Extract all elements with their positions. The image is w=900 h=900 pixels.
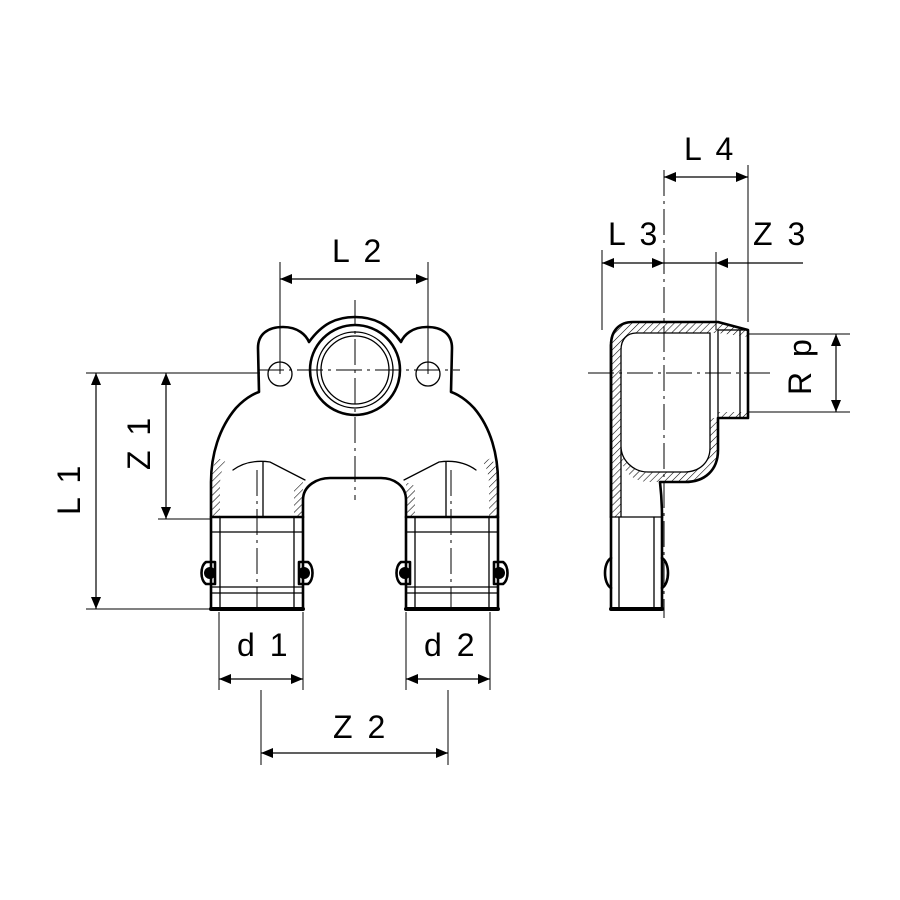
front-view [200, 300, 509, 611]
side-press-socket [603, 515, 670, 611]
left-o-ring-2 [298, 567, 310, 579]
right-o-ring-2 [493, 567, 505, 579]
side-thread-outlet [717, 329, 749, 419]
left-inner-flow [232, 460, 306, 481]
label-rp: R p [782, 336, 818, 395]
label-l3: L 3 [608, 216, 660, 252]
side-body-outline [609, 320, 750, 519]
label-z3: Z 3 [753, 216, 808, 252]
label-d1: d 1 [237, 627, 290, 663]
label-z2: Z 2 [333, 709, 388, 745]
label-l2: L 2 [332, 233, 384, 269]
dimension-lines [86, 165, 850, 765]
side-inner-cavity [620, 332, 711, 518]
right-o-ring [399, 567, 411, 579]
label-z1: Z 1 [121, 415, 157, 470]
right-press-socket [395, 515, 509, 611]
right-inner-flow [403, 460, 477, 481]
left-o-ring [204, 567, 216, 579]
dimension-labels: L 2 L 1 Z 1 d 1 d 2 Z 2 L 4 L 3 Z 3 R p [51, 131, 818, 745]
label-l1: L 1 [51, 463, 87, 515]
side-view [588, 170, 770, 618]
label-l4: L 4 [684, 131, 736, 167]
label-d2: d 2 [424, 627, 477, 663]
